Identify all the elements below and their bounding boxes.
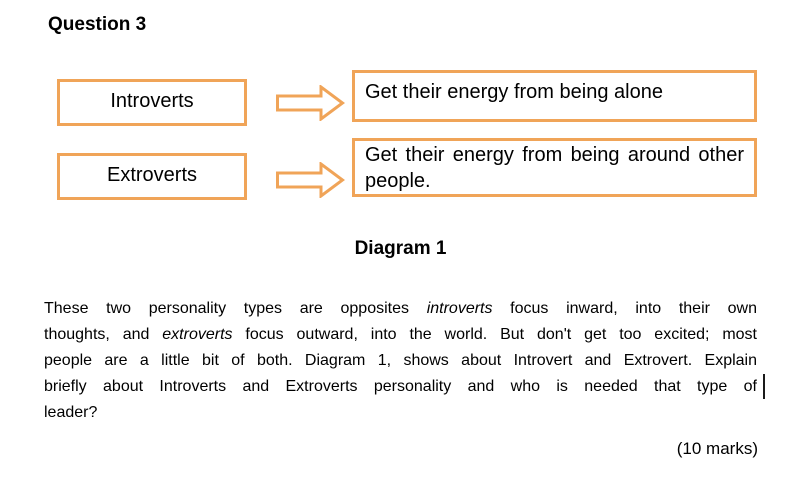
text-cursor <box>763 374 765 399</box>
definition-text: Get their energy from being around other… <box>365 144 744 192</box>
block-arrow-right-icon <box>276 162 345 198</box>
definition-box-introverts: Get their energy from being alone <box>352 70 757 122</box>
diagram-caption: Diagram 1 <box>354 238 447 259</box>
term-box-extroverts: Extroverts <box>57 153 247 200</box>
question-title: Question 3 <box>48 14 147 35</box>
definition-text: Get their energy from being alone <box>365 81 663 103</box>
marks-label: (10 marks) <box>676 439 758 458</box>
term-label: Extroverts <box>106 164 198 186</box>
term-box-introverts: Introverts <box>57 79 247 126</box>
definition-box-extroverts: Get their energy from being around other… <box>352 138 757 197</box>
term-label: Introverts <box>110 90 194 112</box>
question-paragraph[interactable]: These two personality types are opposite… <box>44 300 757 421</box>
block-arrow-right-icon <box>276 85 345 121</box>
